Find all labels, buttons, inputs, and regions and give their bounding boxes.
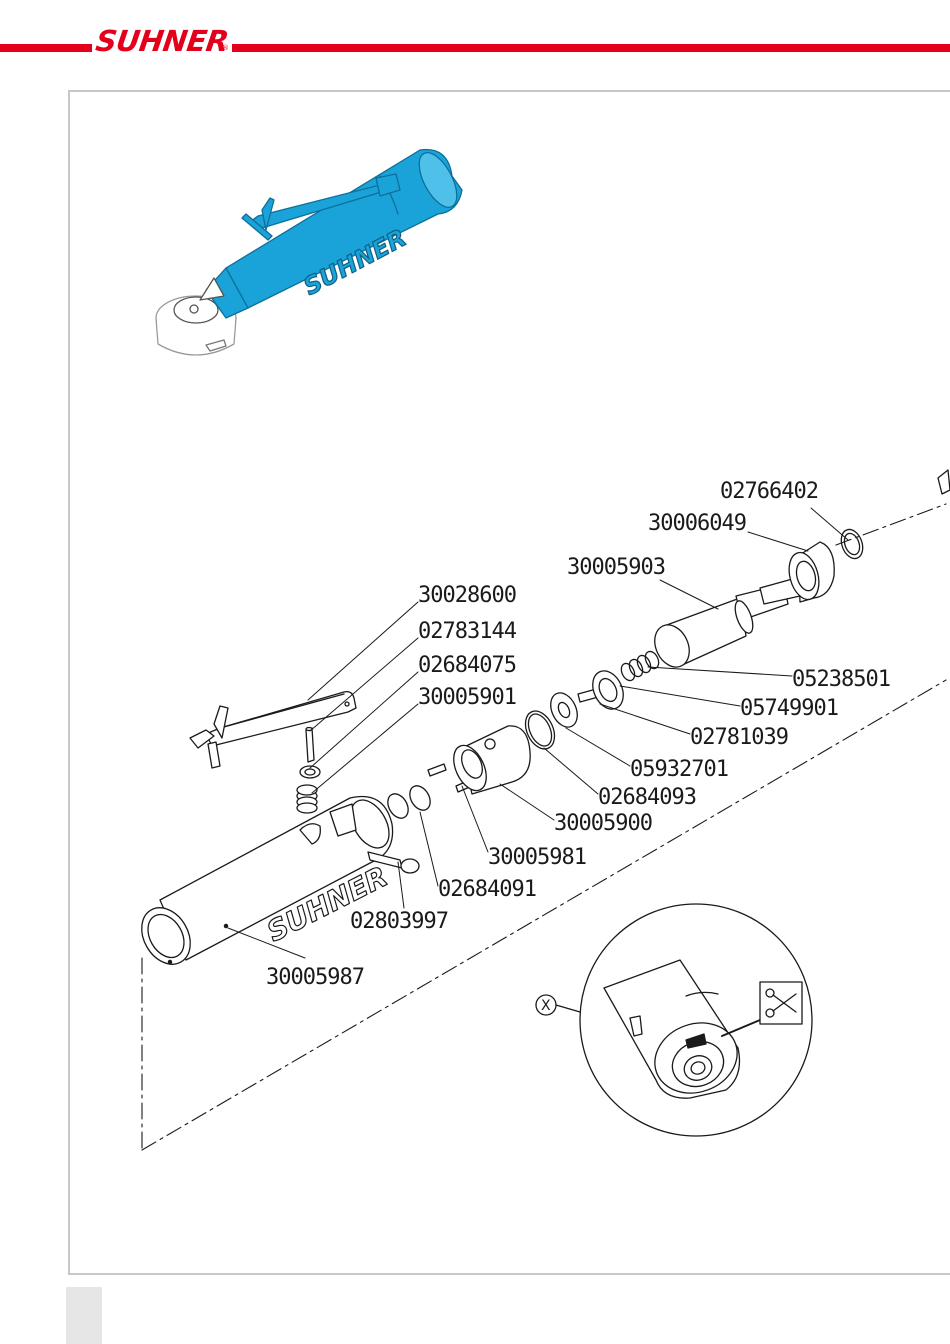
center-axis	[142, 504, 946, 1150]
label-05238501: 05238501	[792, 667, 890, 692]
label-02684091: 02684091	[438, 877, 536, 902]
label-02684075: 02684075	[418, 653, 516, 678]
valve-spring-part	[619, 649, 661, 682]
pin-part	[306, 728, 314, 763]
flat-washer-part	[546, 689, 583, 732]
label-30005981: 30005981	[488, 845, 586, 870]
o-rings-part	[384, 782, 435, 822]
motor-part	[648, 578, 800, 673]
label-02766402: 02766402	[720, 479, 818, 504]
circlip-part	[837, 526, 866, 561]
label-05932701: 05932701	[630, 757, 728, 782]
label-02684093: 02684093	[598, 785, 696, 810]
detail-view	[536, 904, 812, 1136]
assembled-tool-illustration	[156, 147, 464, 355]
label-30005987: 30005987	[266, 965, 364, 990]
label-30005900: 30005900	[554, 811, 652, 836]
label-02781039: 02781039	[690, 725, 788, 750]
edge-part	[938, 470, 950, 494]
label-30005901: 30005901	[418, 685, 516, 710]
label-30028600: 30028600	[418, 583, 516, 608]
label-30005903: 30005903	[567, 555, 665, 580]
label-05749901: 05749901	[740, 696, 838, 721]
housing-part: SUHNER	[132, 793, 397, 972]
label-30006049: 30006049	[648, 511, 746, 536]
label-02783144: 02783144	[418, 619, 517, 644]
scissors-icon	[760, 982, 802, 1024]
lever-part	[190, 692, 356, 768]
label-02803997: 02803997	[350, 909, 448, 934]
spring-part	[297, 785, 317, 813]
detail-marker-label: X	[541, 998, 551, 1014]
